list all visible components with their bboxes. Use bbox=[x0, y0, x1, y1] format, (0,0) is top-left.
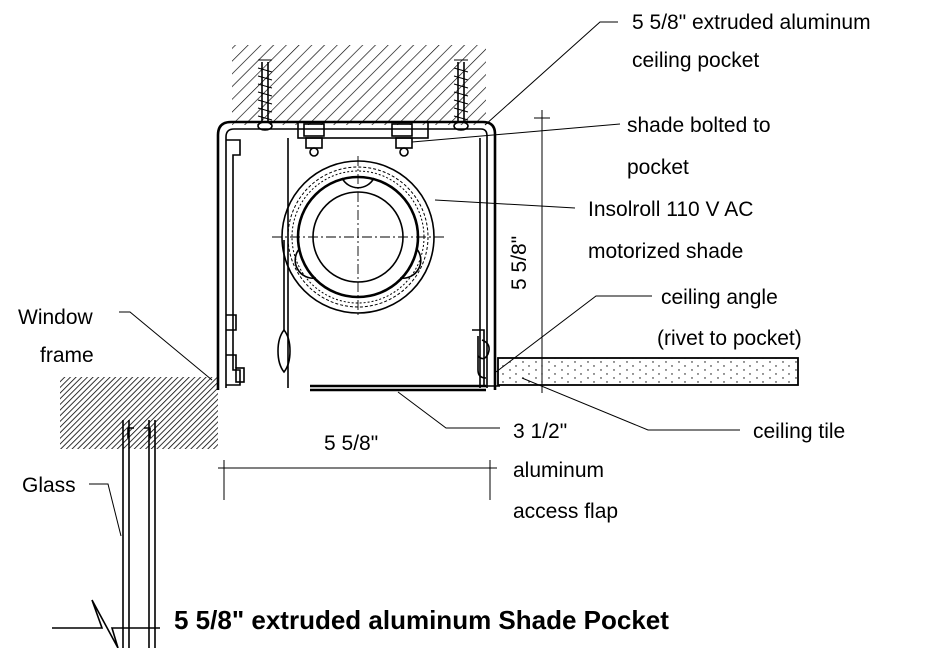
shade-roll bbox=[272, 156, 446, 318]
extruded-pocket bbox=[216, 120, 497, 390]
label-shade-line1: Insolroll 110 V AC bbox=[588, 198, 753, 221]
glass bbox=[122, 420, 156, 648]
label-flap-line1: 3 1/2" bbox=[513, 420, 567, 443]
leader-lines bbox=[89, 21, 740, 537]
label-dimension-vertical: 5 5/8" bbox=[508, 236, 531, 290]
dimension-horizontal bbox=[218, 460, 497, 500]
ceiling-angle bbox=[472, 329, 500, 387]
label-bolted-line2: pocket bbox=[627, 156, 689, 179]
label-window-line1: Window bbox=[18, 306, 94, 329]
ceiling-tile bbox=[497, 357, 799, 386]
window-frame-hatch bbox=[60, 377, 218, 449]
break-line bbox=[52, 599, 160, 648]
label-bolted-line1: shade bolted to bbox=[627, 114, 771, 137]
dimension-vertical bbox=[534, 110, 550, 393]
drawing-title: 5 5/8" extruded aluminum Shade Pocket bbox=[174, 605, 669, 635]
access-flap bbox=[310, 384, 486, 392]
label-flap-line3: access flap bbox=[513, 500, 618, 523]
label-angle-line2: (rivet to pocket) bbox=[657, 327, 802, 350]
label-pocket-line2: ceiling pocket bbox=[632, 49, 759, 72]
label-ceiling-tile: ceiling tile bbox=[753, 420, 845, 443]
label-pocket-line1: 5 5/8" extruded aluminum bbox=[632, 11, 871, 34]
structural-ceiling-hatch bbox=[232, 45, 486, 125]
screw-right bbox=[453, 59, 469, 131]
label-angle-line1: ceiling angle bbox=[661, 286, 778, 309]
label-flap-line2: aluminum bbox=[513, 459, 604, 482]
label-glass: Glass bbox=[22, 474, 76, 497]
label-dimension-horizontal: 5 5/8" bbox=[324, 432, 378, 455]
label-shade-line2: motorized shade bbox=[588, 240, 743, 263]
pull-cord bbox=[277, 240, 291, 374]
label-window-line2: frame bbox=[40, 344, 94, 367]
